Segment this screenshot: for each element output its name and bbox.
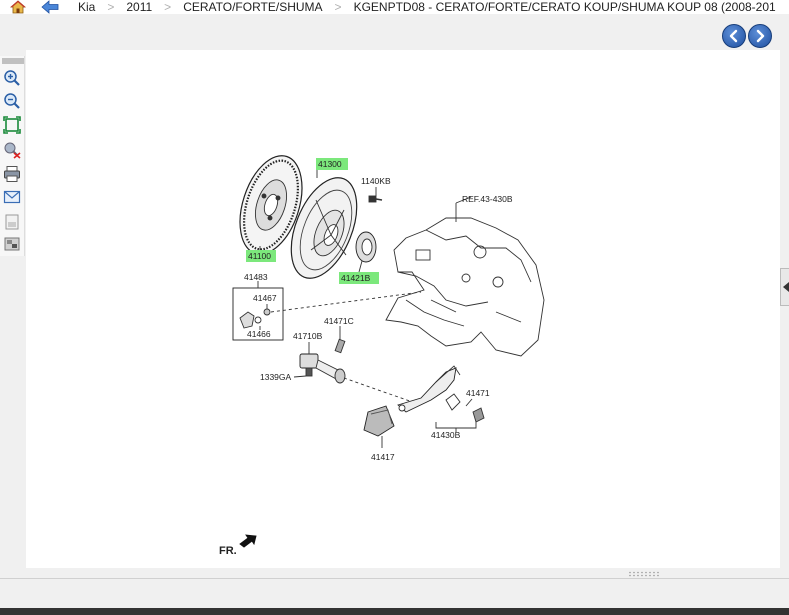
breadcrumb-item-year[interactable]: 2011 [126, 0, 153, 14]
clutch-parts-diagram: 41300 1140KB REF.43-430B 41100 41421B 41… [219, 148, 545, 557]
part-label-41466[interactable]: 41466 [247, 329, 271, 339]
part-label-41483[interactable]: 41483 [244, 272, 268, 282]
back-arrow-icon[interactable] [40, 0, 60, 14]
part-label-41467[interactable]: 41467 [253, 293, 277, 303]
previous-button[interactable] [722, 24, 746, 48]
hose-clip-drawing[interactable] [239, 308, 271, 329]
part-label-41417[interactable]: 41417 [371, 452, 395, 462]
email-button[interactable] [2, 187, 22, 207]
home-icon[interactable] [8, 0, 28, 14]
next-button[interactable] [748, 24, 772, 48]
document-icon [5, 214, 19, 230]
panel-divider [0, 578, 789, 579]
breadcrumb-separator: > [334, 0, 342, 14]
zoom-in-icon [4, 70, 20, 86]
part-label-41100[interactable]: 41100 [248, 251, 271, 261]
zoom-out-icon [4, 93, 20, 109]
triangle-left-icon [782, 282, 789, 292]
envelope-icon [3, 190, 21, 204]
print-button[interactable] [2, 164, 22, 184]
arrow-left-icon [729, 29, 738, 43]
breadcrumb-item-model[interactable]: CERATO/FORTE/SHUMA [183, 0, 323, 14]
highlighted-part-labels [246, 158, 379, 284]
transmission-housing-drawing [385, 217, 545, 357]
part-label-41710b[interactable]: 41710B [293, 331, 323, 341]
clear-search-icon [4, 142, 21, 159]
part-label-1140kb[interactable]: 1140KB [361, 176, 391, 186]
clear-selection-button[interactable] [2, 140, 22, 160]
taskbar-edge [0, 608, 789, 615]
clutch-disc-drawing[interactable] [229, 148, 314, 262]
zoom-out-button[interactable] [2, 91, 22, 111]
front-direction-label: FR. [219, 545, 237, 557]
parts-diagram-canvas[interactable]: 41300 1140KB REF.43-430B 41100 41421B 41… [26, 50, 780, 568]
breadcrumb: Kia > 2011 > CERATO/FORTE/SHUMA > KGENPT… [0, 0, 789, 14]
slave-cylinder-drawing[interactable] [299, 353, 346, 384]
breadcrumb-item-catalog[interactable]: KGENPTD08 - CERATO/FORTE/CERATO KOUP/SHU… [353, 0, 776, 14]
breadcrumb-separator: > [107, 0, 115, 14]
resize-grip-icon[interactable] [628, 571, 660, 577]
breadcrumb-item-kia[interactable]: Kia [78, 0, 96, 14]
printer-icon [4, 166, 20, 182]
image-icon [4, 237, 20, 251]
release-fork-drawing[interactable] [397, 365, 461, 413]
part-label-41471c[interactable]: 41471C [324, 316, 354, 326]
arrow-right-icon [756, 29, 765, 43]
image-view-button[interactable] [2, 234, 22, 254]
bolt-drawing[interactable] [368, 195, 383, 203]
release-boot-drawing[interactable] [363, 405, 395, 437]
toolbar-grip-icon[interactable] [2, 58, 24, 64]
fit-window-icon [3, 116, 21, 134]
part-label-1339ga[interactable]: 1339GA [260, 372, 292, 382]
side-panel-toggle[interactable] [780, 268, 789, 306]
fit-to-window-button[interactable] [2, 115, 22, 135]
part-label-41300[interactable]: 41300 [318, 159, 342, 169]
breadcrumb-separator: > [164, 0, 172, 14]
part-label-41430b[interactable]: 41430B [431, 430, 461, 440]
part-label-41421b[interactable]: 41421B [341, 273, 371, 283]
pressure-plate-drawing[interactable] [278, 168, 370, 287]
diagram-toolbar [0, 56, 25, 256]
release-bearing-drawing[interactable] [355, 231, 377, 263]
front-arrow-icon [239, 534, 257, 548]
part-label-ref[interactable]: REF.43-430B [462, 194, 513, 204]
part-label-41471[interactable]: 41471 [466, 388, 490, 398]
export-button[interactable] [2, 212, 22, 232]
zoom-in-button[interactable] [2, 68, 22, 88]
